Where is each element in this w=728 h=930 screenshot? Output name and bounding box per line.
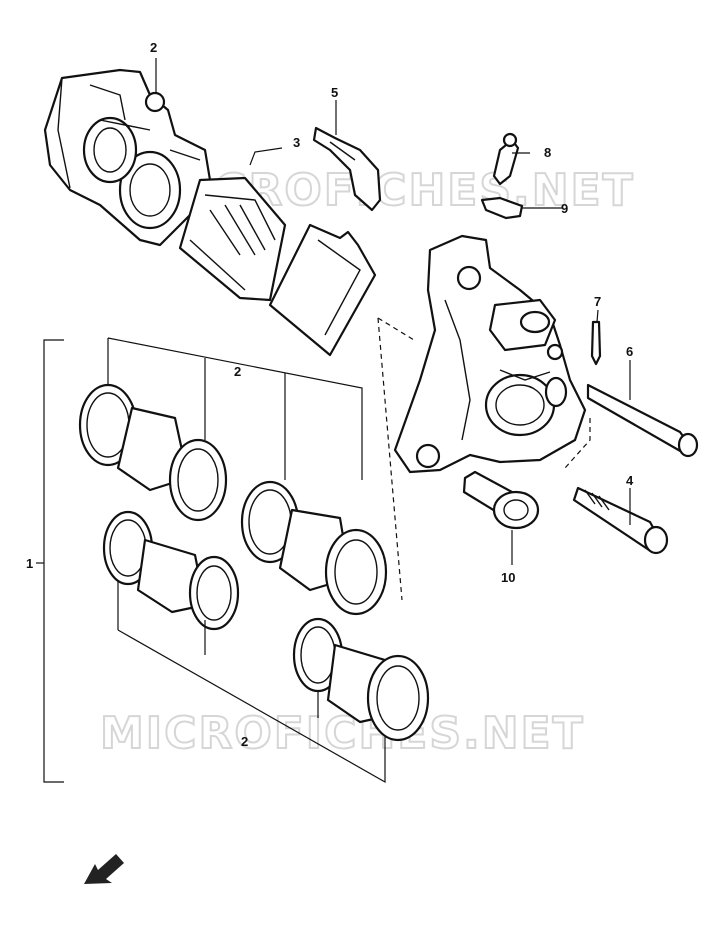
pad-shim[interactable] — [268, 223, 377, 357]
slide-pin-6[interactable] — [586, 383, 699, 458]
bleeder-valve[interactable] — [492, 132, 520, 186]
piston-seal-set-1[interactable] — [78, 383, 228, 522]
piston-seal-set-4[interactable] — [292, 617, 430, 742]
piston-seal-set-3[interactable] — [240, 480, 388, 616]
caliper-bracket[interactable] — [393, 234, 587, 474]
piston-seal-set-2[interactable] — [102, 510, 240, 631]
caliper-half[interactable] — [43, 68, 212, 247]
brake-pad[interactable] — [178, 176, 287, 302]
callout-4: 4 — [626, 473, 634, 488]
callout-5: 5 — [331, 85, 338, 100]
callout-2-top: 2 — [150, 40, 157, 55]
bleeder-boss — [144, 91, 166, 113]
pad-spring[interactable] — [312, 126, 382, 212]
bolt-10[interactable] — [462, 470, 540, 530]
bleeder-cap[interactable] — [480, 196, 524, 220]
callout-2-bottom: 2 — [241, 734, 248, 749]
leader-lines — [36, 58, 631, 784]
callout-6: 6 — [626, 344, 633, 359]
callout-9: 9 — [561, 201, 568, 216]
callout-10: 10 — [501, 570, 515, 585]
callout-8: 8 — [544, 145, 551, 160]
bolt-4[interactable] — [572, 486, 669, 555]
callout-1: 1 — [26, 556, 33, 571]
watermark-bottom: MICROFICHES.NET — [100, 708, 585, 759]
arrow-down-left-icon — [84, 854, 124, 884]
pin-bolt-7[interactable] — [590, 320, 602, 366]
callout-7: 7 — [594, 294, 601, 309]
callout-3: 3 — [293, 135, 300, 150]
callout-2-middle: 2 — [234, 364, 241, 379]
